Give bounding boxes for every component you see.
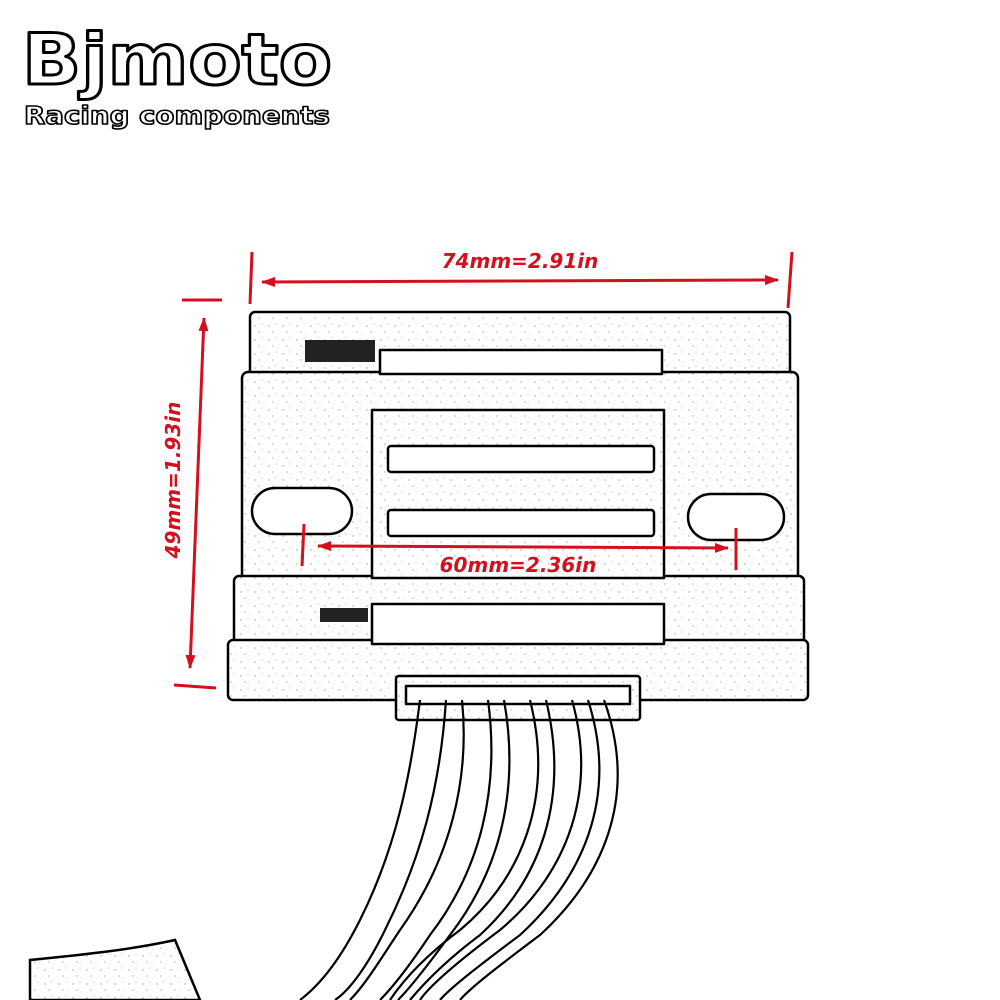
dimension-arrow: [317, 541, 729, 553]
cable-sleeve: [28, 938, 202, 1000]
width-dimension: 74mm=2.91in: [248, 249, 794, 309]
wire: [349, 699, 465, 1000]
fin-groove: [378, 348, 664, 376]
hole-spacing-dimension: 60mm=2.36in: [300, 523, 738, 577]
extension-line: [248, 251, 254, 305]
wire-harness: [299, 699, 619, 1000]
extension-line: [173, 683, 217, 690]
shadow-mark: [320, 608, 368, 622]
regulator-body: [226, 310, 810, 722]
wire: [419, 699, 583, 1000]
width-label: 74mm=2.91in: [442, 249, 599, 273]
mounting-slot-left: [250, 486, 354, 536]
height-dimension: 49mm=1.93in: [161, 298, 222, 690]
brand-name: Bjmoto: [22, 19, 332, 101]
wire: [299, 699, 422, 1000]
fin-slot: [386, 508, 656, 538]
wire: [379, 699, 493, 1000]
hole-spacing-label: 60mm=2.36in: [440, 553, 597, 577]
wire: [397, 699, 511, 1000]
fin-slot: [386, 444, 656, 474]
extension-line: [300, 523, 306, 567]
extension-line: [786, 251, 794, 309]
shadow-mark: [305, 340, 375, 362]
dimension-arrow: [185, 317, 209, 669]
dimension-arrow: [261, 275, 779, 287]
wire: [409, 699, 556, 1000]
brand-tagline: Racing components: [24, 101, 330, 130]
connector-face: [404, 684, 632, 706]
brand-logo: Bjmoto Racing components: [21, 18, 334, 131]
wire: [439, 699, 601, 1000]
wire: [334, 699, 448, 1000]
fin-groove: [370, 602, 666, 646]
height-label: 49mm=1.93in: [161, 402, 185, 560]
wire: [389, 699, 540, 1000]
wire: [459, 699, 619, 1000]
